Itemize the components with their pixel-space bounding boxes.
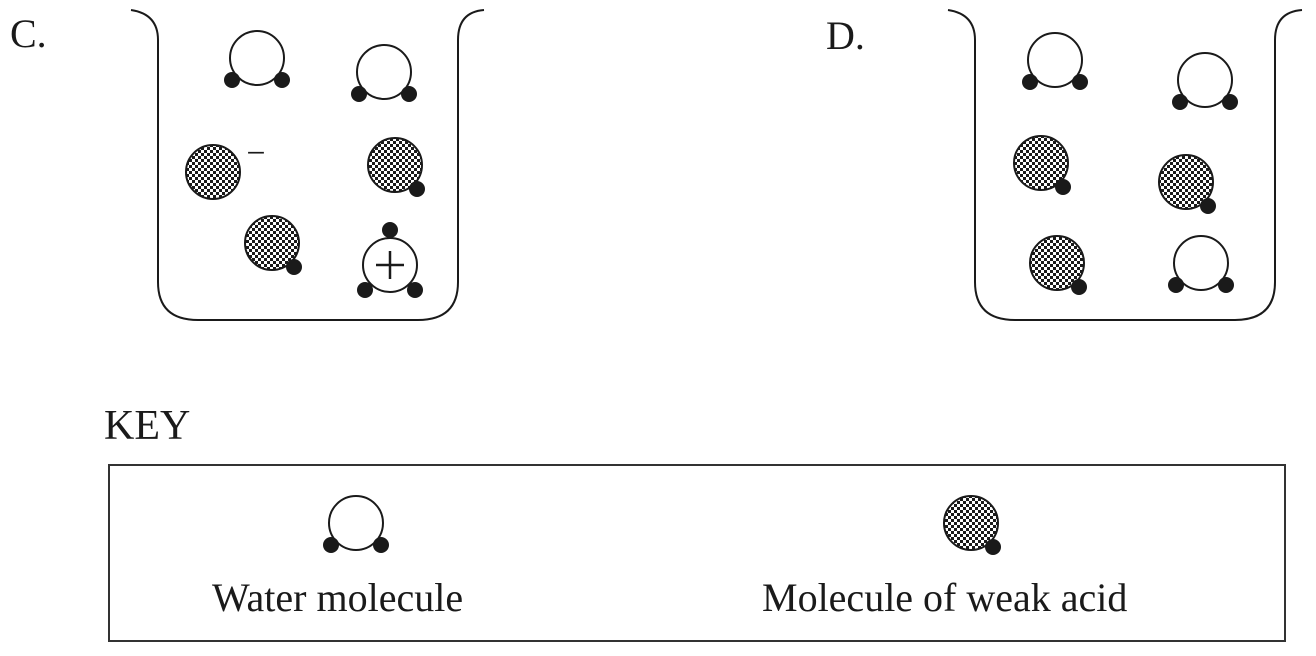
weak-acid-molecule xyxy=(1029,235,1087,295)
weak-acid-molecule xyxy=(244,215,302,275)
hydronium-molecule xyxy=(357,222,423,298)
hydrogen-atom xyxy=(382,222,398,238)
hydrogen-atom xyxy=(407,282,423,298)
weak-acid-molecule xyxy=(367,137,425,197)
beaker-c-molecules: − xyxy=(185,30,425,298)
hydrogen-atom xyxy=(1055,179,1071,195)
hydrogen-atom xyxy=(409,181,425,197)
key-icons xyxy=(323,495,1001,555)
key-title: KEY xyxy=(104,403,191,449)
hydrogen-atom xyxy=(351,86,367,102)
acid-atom xyxy=(367,137,423,193)
hydrogen-atom xyxy=(1218,277,1234,293)
water-molecule xyxy=(1172,52,1238,110)
negative-charge-sign: − xyxy=(246,135,265,172)
water-molecule xyxy=(323,495,389,553)
hydrogen-atom xyxy=(323,537,339,553)
oxygen-atom xyxy=(229,30,285,86)
weak-acid-molecule xyxy=(1158,154,1216,214)
hydrogen-atom xyxy=(1172,94,1188,110)
oxygen-atom xyxy=(1027,32,1083,88)
beaker-d-molecules xyxy=(1013,32,1238,295)
hydrogen-atom xyxy=(985,539,1001,555)
beaker-d xyxy=(947,9,1303,321)
water-molecule xyxy=(1168,235,1234,293)
anion-atom xyxy=(185,144,241,200)
hydrogen-atom xyxy=(1200,198,1216,214)
hydrogen-atom xyxy=(1168,277,1184,293)
hydrogen-atom xyxy=(1071,279,1087,295)
weak-acid-molecule xyxy=(1013,135,1071,195)
water-molecule xyxy=(224,30,290,88)
hydrogen-atom xyxy=(1072,74,1088,90)
acid-atom xyxy=(943,495,999,551)
hydrogen-atom xyxy=(1222,94,1238,110)
acid-atom xyxy=(244,215,300,271)
key-box xyxy=(108,464,1286,642)
hydrogen-atom xyxy=(1022,74,1038,90)
panel-c-label: C. xyxy=(10,11,47,56)
oxygen-atom xyxy=(1177,52,1233,108)
key-label-water: Water molecule xyxy=(212,575,464,620)
key-label-weak-acid: Molecule of weak acid xyxy=(762,575,1128,620)
beaker-c xyxy=(130,9,485,321)
weak-acid-molecule xyxy=(943,495,1001,555)
water-molecule xyxy=(1022,32,1088,90)
water-molecule xyxy=(351,44,417,102)
panel-d-label: D. xyxy=(826,13,865,58)
hydrogen-atom xyxy=(373,537,389,553)
acid-atom xyxy=(1158,154,1214,210)
acid-anion-molecule: − xyxy=(185,135,266,200)
acid-atom xyxy=(1029,235,1085,291)
hydrogen-atom xyxy=(224,72,240,88)
oxygen-atom xyxy=(356,44,412,100)
hydrogen-atom xyxy=(357,282,373,298)
hydrogen-atom xyxy=(401,86,417,102)
acid-atom xyxy=(1013,135,1069,191)
oxygen-atom xyxy=(1173,235,1229,291)
hydrogen-atom xyxy=(274,72,290,88)
hydrogen-atom xyxy=(286,259,302,275)
oxygen-atom xyxy=(328,495,384,551)
